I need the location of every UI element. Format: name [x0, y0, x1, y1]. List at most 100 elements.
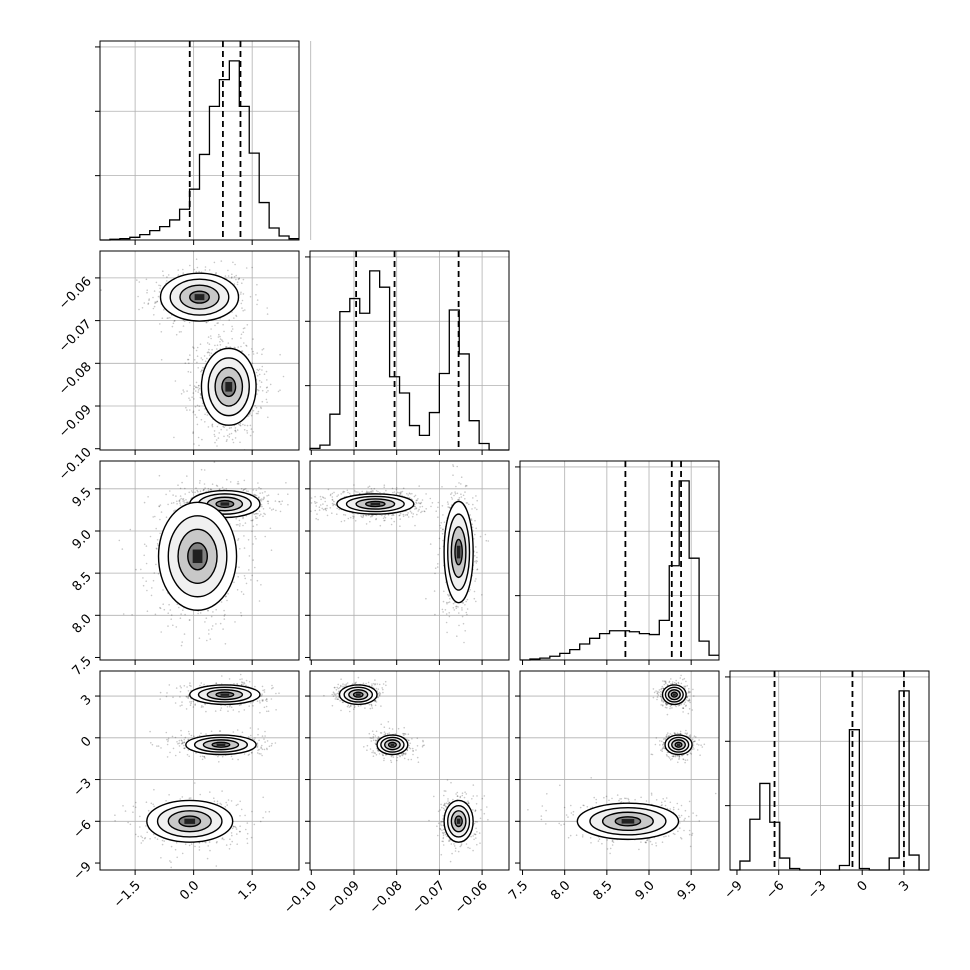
contour-line [189, 290, 210, 304]
scatter-point [197, 612, 199, 615]
scatter-point [469, 589, 471, 591]
scatter-point [262, 699, 264, 701]
scatter-point [204, 621, 206, 623]
scatter-point [243, 488, 245, 491]
scatter-point [266, 748, 268, 751]
scatter-point [148, 299, 150, 302]
scatter-point [476, 560, 479, 563]
scatter-point [219, 335, 221, 338]
scatter-point [190, 685, 192, 687]
scatter-point [461, 615, 464, 618]
scatter-point [475, 600, 477, 603]
scatter-point [445, 613, 448, 615]
scatter-point [156, 548, 158, 550]
scatter-point [166, 756, 169, 758]
scatter-point [258, 510, 261, 512]
scatter-point [158, 474, 161, 477]
scatter-point [369, 520, 371, 523]
scatter-point [169, 609, 172, 611]
scatter-point [371, 515, 373, 518]
scatter-point [182, 741, 184, 744]
scatter-point [257, 389, 260, 392]
scatter-point [215, 272, 217, 275]
scatter-point [197, 386, 199, 389]
scatter-point [402, 513, 405, 516]
scatter-point [218, 333, 220, 336]
scatter-point [261, 389, 264, 392]
scatter-point [197, 367, 199, 369]
scatter-point [258, 486, 260, 489]
scatter-point [157, 295, 160, 298]
scatter-point [248, 354, 250, 356]
scatter-point [152, 296, 154, 299]
scatter-point [476, 508, 478, 511]
scatter-point [264, 491, 266, 493]
scatter-point [196, 346, 199, 349]
scatter-point [236, 682, 238, 685]
scatter-point [261, 699, 264, 701]
scatter-point [404, 514, 407, 516]
contour-line [365, 500, 386, 508]
scatter-point [185, 499, 187, 501]
scatter-point [251, 530, 253, 532]
scatter-point [170, 502, 173, 505]
scatter-point [441, 486, 443, 488]
scatter-point [359, 492, 361, 495]
scatter-point [177, 743, 179, 745]
scatter-point [415, 502, 418, 505]
scatter-point [337, 494, 340, 496]
scatter-point [172, 624, 174, 627]
scatter-point [129, 528, 132, 531]
scatter-point [234, 347, 237, 349]
scatter-point [167, 612, 169, 614]
scatter-point [278, 500, 280, 503]
scatter-point [233, 581, 235, 584]
scatter-point [319, 504, 322, 506]
scatter-point [195, 386, 197, 388]
scatter-point [392, 514, 395, 516]
scatter-point [183, 633, 186, 635]
scatter-point [430, 505, 432, 508]
scatter-point [261, 369, 263, 371]
scatter-point [475, 527, 478, 530]
scatter-point [255, 489, 258, 492]
scatter-point [260, 503, 263, 506]
scatter-point [242, 423, 244, 426]
scatter-point [189, 701, 191, 703]
scatter-point [235, 314, 237, 317]
scatter-point [340, 493, 343, 495]
scatter-point [242, 278, 245, 281]
scatter-point [149, 535, 152, 538]
scatter-point [418, 508, 420, 511]
scatter-point [258, 373, 261, 376]
scatter-point [138, 308, 140, 311]
scatter-point [251, 519, 254, 522]
scatter-point [146, 291, 148, 294]
scatter-point [235, 517, 237, 520]
scatter-point [255, 406, 258, 409]
scatter-point [261, 694, 263, 697]
scatter-point [366, 490, 368, 493]
scatter-point [260, 500, 263, 502]
joint-panel-0-3 [99, 670, 300, 871]
scatter-point [261, 700, 264, 702]
scatter-point [270, 549, 273, 551]
scatter-point [207, 610, 209, 612]
scatter-point [250, 348, 253, 350]
scatter-point [200, 682, 203, 684]
scatter-point [231, 276, 233, 278]
scatter-point [179, 495, 182, 497]
scatter-point [452, 465, 455, 468]
scatter-point [179, 504, 182, 507]
scatter-point [211, 483, 214, 486]
scatter-point [367, 486, 370, 489]
scatter-point [270, 698, 273, 700]
scatter-point [252, 409, 255, 412]
scatter-point [451, 498, 454, 500]
scatter-point [220, 601, 223, 603]
scatter-point [242, 593, 245, 595]
contour-line [443, 500, 474, 604]
scatter-point [255, 494, 258, 497]
scatter-point [260, 747, 263, 750]
scatter-point [456, 492, 459, 495]
